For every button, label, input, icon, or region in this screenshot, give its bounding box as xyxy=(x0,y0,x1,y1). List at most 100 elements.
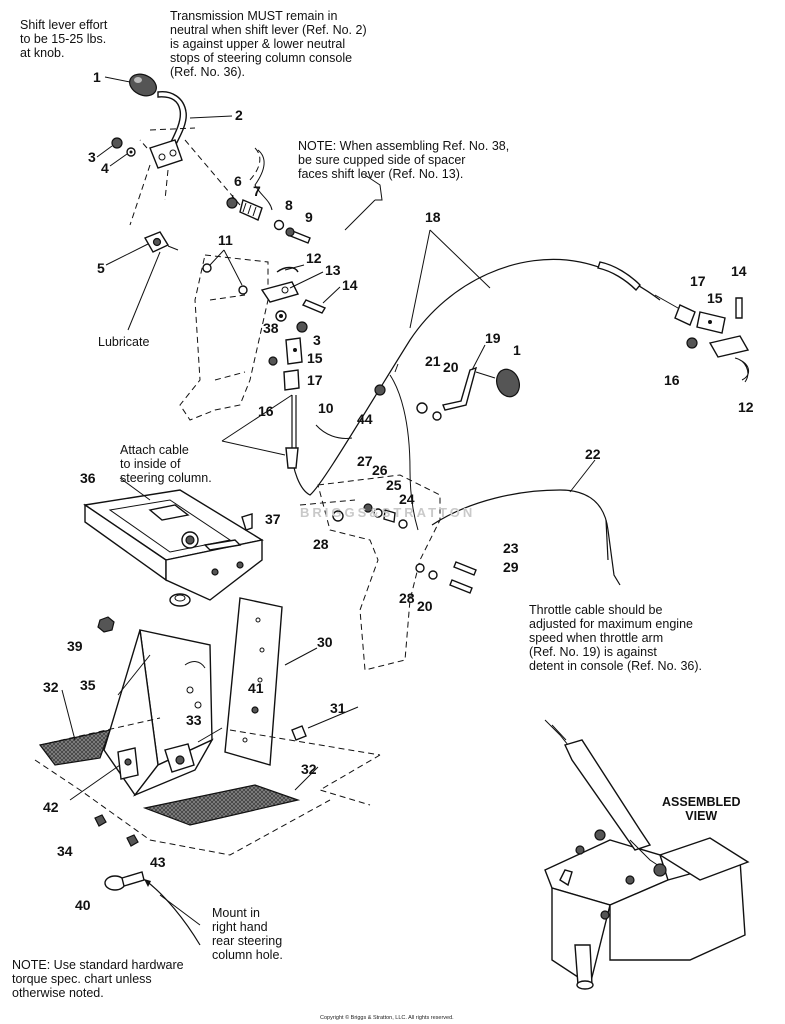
spring-7 xyxy=(239,199,263,221)
bolt-43 xyxy=(126,834,139,847)
part-label-17-left: 17 xyxy=(307,372,323,388)
washer-26 xyxy=(373,508,383,518)
part-label-32-right: 32 xyxy=(301,761,317,777)
part-label-28-left: 28 xyxy=(313,536,329,552)
clamp-40 xyxy=(104,871,145,891)
pivot-5 xyxy=(143,231,179,253)
part-label-3-upper: 3 xyxy=(88,149,96,165)
part-label-35: 35 xyxy=(80,677,96,693)
throttle-knob-1 xyxy=(496,368,520,398)
part-label-15-left: 15 xyxy=(307,350,323,366)
part-label-29: 29 xyxy=(503,559,519,575)
bolt-14-upper xyxy=(301,299,327,314)
washer-8 xyxy=(273,219,285,231)
washer-20-upper xyxy=(432,411,442,421)
screw-37 xyxy=(241,513,253,531)
column-bracket-left xyxy=(179,254,269,421)
nut-39 xyxy=(97,616,115,633)
part-label-26: 26 xyxy=(372,462,388,478)
footrest-left-32 xyxy=(38,729,111,766)
grommet xyxy=(169,593,191,607)
bolt-3-upper xyxy=(111,137,123,149)
part-label-13: 13 xyxy=(325,262,341,278)
nut-27 xyxy=(363,503,373,513)
nut-3-lower xyxy=(296,321,308,333)
note-torque: NOTE: Use standard hardware torque spec.… xyxy=(12,958,184,1000)
bolt-29 xyxy=(449,579,473,594)
floor-outline xyxy=(34,717,381,856)
shift-knob xyxy=(129,73,157,97)
screw-31 xyxy=(291,725,307,741)
lever-bracket xyxy=(149,139,183,169)
bolt-23 xyxy=(453,561,477,576)
washers-11 xyxy=(202,263,248,295)
part-label-22: 22 xyxy=(585,446,601,462)
part-label-31: 31 xyxy=(330,700,346,716)
washer-24 xyxy=(398,519,408,529)
bracket-42 xyxy=(117,747,139,780)
footrest-right-32 xyxy=(142,784,301,826)
part-label-36: 36 xyxy=(80,470,96,486)
part-label-2: 2 xyxy=(235,107,243,123)
part-label-27: 27 xyxy=(357,453,373,469)
throttle-arm-19 xyxy=(442,366,478,411)
part-label-16-right: 16 xyxy=(664,372,680,388)
bolt-14-right xyxy=(735,297,743,319)
note-neutral: Transmission MUST remain in neutral when… xyxy=(170,9,367,79)
part-label-3-lower: 3 xyxy=(313,332,321,348)
nut-16-right xyxy=(686,337,698,349)
part-label-40: 40 xyxy=(75,897,91,913)
note-shift-effort: Shift lever effort to be 15-25 lbs. at k… xyxy=(20,18,108,60)
note-spacer: NOTE: When assembling Ref. No. 38, be su… xyxy=(298,139,510,181)
cable-end-fitting xyxy=(285,447,299,469)
part-label-28-right: 28 xyxy=(399,590,415,606)
washer-20-lower xyxy=(428,570,438,580)
bolt-34 xyxy=(94,814,107,827)
part-label-38: 38 xyxy=(263,320,279,336)
part-label-39: 39 xyxy=(67,638,83,654)
part-label-21: 21 xyxy=(425,353,441,369)
part-label-25: 25 xyxy=(386,477,402,493)
part-label-41: 41 xyxy=(248,680,264,696)
part-label-17-right: 17 xyxy=(690,273,706,289)
part-label-7: 7 xyxy=(253,183,261,199)
watermark: BRIGGS&STRATTON xyxy=(300,505,476,520)
note-mount: Mount in right hand rear steering column… xyxy=(212,906,283,962)
part-label-9: 9 xyxy=(305,209,313,225)
part-label-20-upper: 20 xyxy=(443,359,459,375)
spacer-38 xyxy=(275,310,287,322)
bolt-9 xyxy=(285,227,311,244)
throttle-bracket xyxy=(317,474,441,671)
assembled-view-title: ASSEMBLED VIEW xyxy=(662,795,741,823)
part-label-18: 18 xyxy=(425,209,441,225)
note-attach-cable: Attach cable to inside of steering colum… xyxy=(120,443,212,485)
part-label-20-lower: 20 xyxy=(417,598,433,614)
shift-cable-18 xyxy=(291,258,661,496)
part-label-1: 1 xyxy=(93,69,101,85)
part-label-14-right: 14 xyxy=(731,263,747,279)
ferrule-17-left xyxy=(283,369,300,391)
bolt-44 xyxy=(374,384,386,396)
part-label-16-left: 16 xyxy=(258,403,274,419)
wire-10 xyxy=(315,424,353,439)
part-label-6: 6 xyxy=(234,173,242,189)
part-label-12-right: 12 xyxy=(738,399,754,415)
part-label-42: 42 xyxy=(43,799,59,815)
part-label-4: 4 xyxy=(101,160,109,176)
note-throttle-cable: Throttle cable should be adjusted for ma… xyxy=(529,603,703,673)
washer-28-right xyxy=(415,563,425,573)
nut-16-left xyxy=(268,356,278,366)
part-label-10: 10 xyxy=(318,400,334,416)
panel-30 xyxy=(224,597,283,766)
part-label-44: 44 xyxy=(357,411,373,427)
part-label-43: 43 xyxy=(150,854,166,870)
part-label-12-upper: 12 xyxy=(306,250,322,266)
part-label-15-right: 15 xyxy=(707,290,723,306)
copyright: Copyright © Briggs & Stratton, LLC. All … xyxy=(320,1015,454,1021)
part-label-23: 23 xyxy=(503,540,519,556)
spring-25 xyxy=(383,509,396,523)
swivel-15-left xyxy=(285,337,303,365)
part-label-14-upper: 14 xyxy=(342,277,358,293)
clip-12-right xyxy=(734,357,749,383)
